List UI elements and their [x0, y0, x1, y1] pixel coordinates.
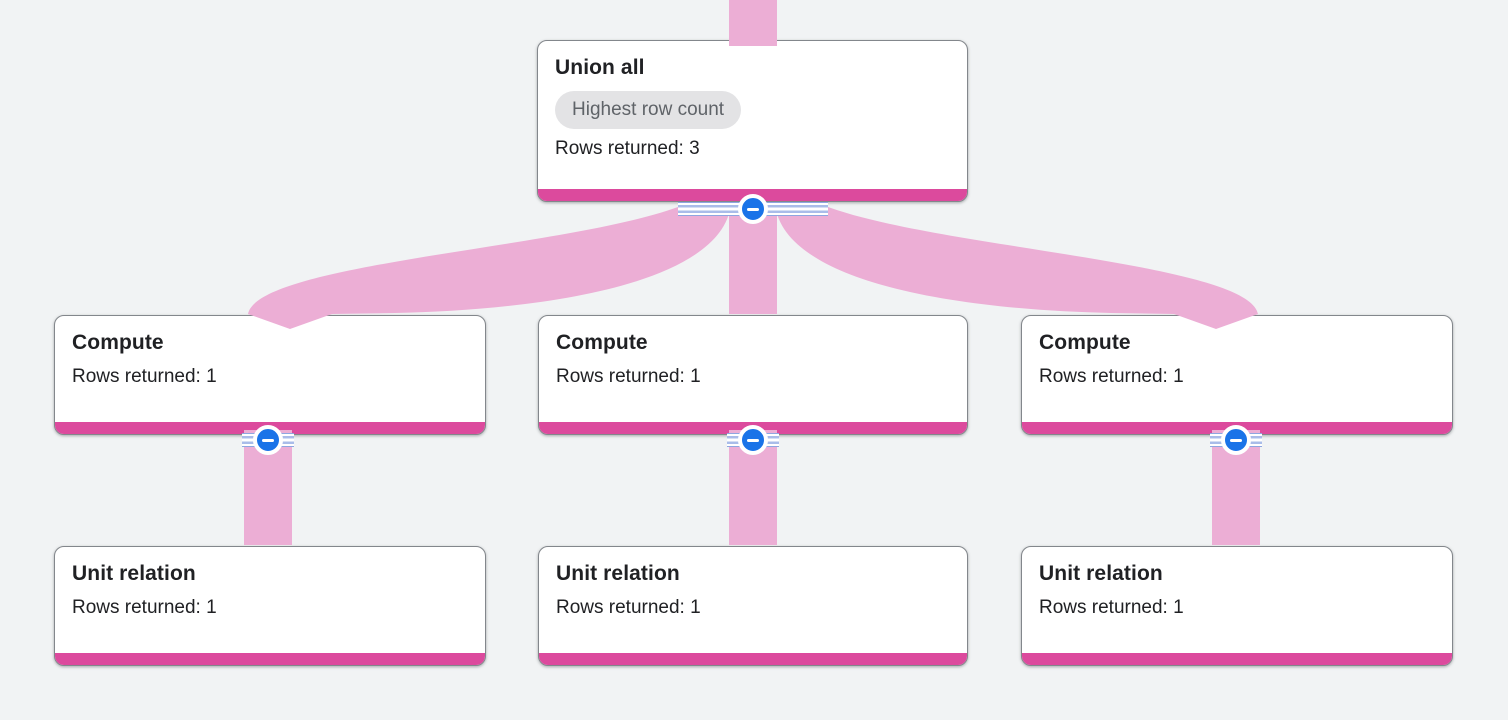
rows-returned-label: Rows returned: 3	[555, 138, 700, 159]
node-title: Union all	[555, 56, 645, 79]
node-union-all[interactable]: Union all Highest row count Rows returne…	[537, 40, 968, 202]
collapse-button[interactable]	[1221, 425, 1251, 455]
minus-icon	[747, 438, 759, 442]
rows-returned-label: Rows returned: 1	[72, 366, 217, 387]
rows-returned-label: Rows returned: 1	[556, 597, 701, 618]
node-title: Unit relation	[556, 562, 680, 585]
node-unit-relation-2[interactable]: Unit relation Rows returned: 1	[538, 546, 968, 666]
node-compute-3[interactable]: Compute Rows returned: 1	[1021, 315, 1453, 435]
node-title: Unit relation	[72, 562, 196, 585]
minus-icon	[1230, 438, 1242, 442]
minus-icon	[262, 438, 274, 442]
node-unit-relation-1[interactable]: Unit relation Rows returned: 1	[54, 546, 486, 666]
collapse-button[interactable]	[253, 425, 283, 455]
node-title: Compute	[556, 331, 648, 354]
node-unit-relation-3[interactable]: Unit relation Rows returned: 1	[1021, 546, 1453, 666]
node-compute-1[interactable]: Compute Rows returned: 1	[54, 315, 486, 435]
node-title: Compute	[1039, 331, 1131, 354]
edge-compute-1-to-union	[248, 205, 731, 329]
edge-compute-3-to-union	[775, 205, 1258, 329]
node-accent-bar	[1022, 653, 1452, 665]
collapse-button[interactable]	[738, 194, 768, 224]
rows-returned-label: Rows returned: 1	[1039, 597, 1184, 618]
highest-row-count-badge: Highest row count	[555, 91, 742, 129]
node-title: Compute	[72, 331, 164, 354]
minus-icon	[747, 207, 759, 211]
rows-returned-label: Rows returned: 1	[72, 597, 217, 618]
rows-returned-label: Rows returned: 1	[556, 366, 701, 387]
rows-returned-label: Rows returned: 1	[1039, 366, 1184, 387]
node-accent-bar	[55, 653, 485, 665]
node-compute-2[interactable]: Compute Rows returned: 1	[538, 315, 968, 435]
node-accent-bar	[539, 653, 967, 665]
node-title: Unit relation	[1039, 562, 1163, 585]
collapse-button[interactable]	[738, 425, 768, 455]
